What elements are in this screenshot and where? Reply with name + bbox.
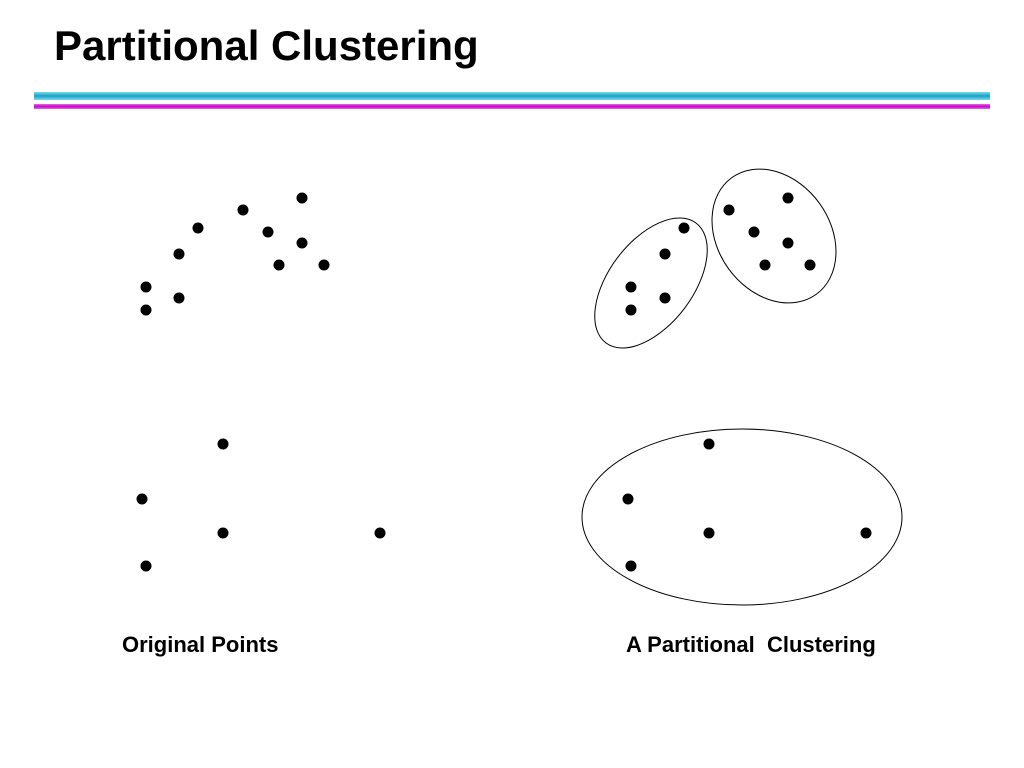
original-point-3	[192, 222, 204, 234]
clustered-point-14	[703, 527, 715, 539]
caption-original-points: Original Points	[122, 632, 279, 657]
clustered-point-8	[804, 259, 816, 271]
clustered-point-15	[860, 527, 872, 539]
original-points-group	[136, 192, 386, 572]
clustered-point-1	[782, 192, 794, 204]
clustered-point-3	[678, 222, 690, 234]
clustered-point-6	[659, 248, 671, 260]
cluster-outline-1	[594, 217, 708, 349]
original-point-4	[262, 226, 274, 238]
title-rule-magenta	[34, 104, 990, 109]
clustered-points-group	[622, 192, 872, 572]
original-point-1	[296, 192, 308, 204]
clustered-point-12	[703, 438, 715, 450]
original-point-8	[318, 259, 330, 271]
clustered-point-11	[625, 304, 637, 316]
clustered-point-13	[622, 493, 634, 505]
clustered-point-4	[748, 226, 760, 238]
original-point-13	[136, 493, 148, 505]
original-point-10	[173, 292, 185, 304]
clustered-point-9	[625, 281, 637, 293]
clustered-point-2	[723, 204, 735, 216]
original-point-16	[140, 560, 152, 572]
original-point-14	[217, 527, 229, 539]
original-point-2	[237, 204, 249, 216]
original-point-7	[273, 259, 285, 271]
clustered-point-16	[625, 560, 637, 572]
clustered-point-10	[659, 292, 671, 304]
original-point-6	[173, 248, 185, 260]
original-point-15	[374, 527, 386, 539]
cluster-outlines-group	[581, 168, 903, 606]
cluster-outline-3	[581, 428, 903, 606]
cluster-outline-2	[711, 168, 837, 304]
clustered-point-7	[759, 259, 771, 271]
caption-partitional-clustering: A Partitional Clustering	[626, 632, 876, 657]
original-point-5	[296, 237, 308, 249]
original-point-12	[217, 438, 229, 450]
clustered-point-5	[782, 237, 794, 249]
page-title: Partitional Clustering	[54, 22, 479, 69]
title-rule-cyan	[34, 92, 990, 100]
original-point-9	[140, 281, 152, 293]
original-point-11	[140, 304, 152, 316]
